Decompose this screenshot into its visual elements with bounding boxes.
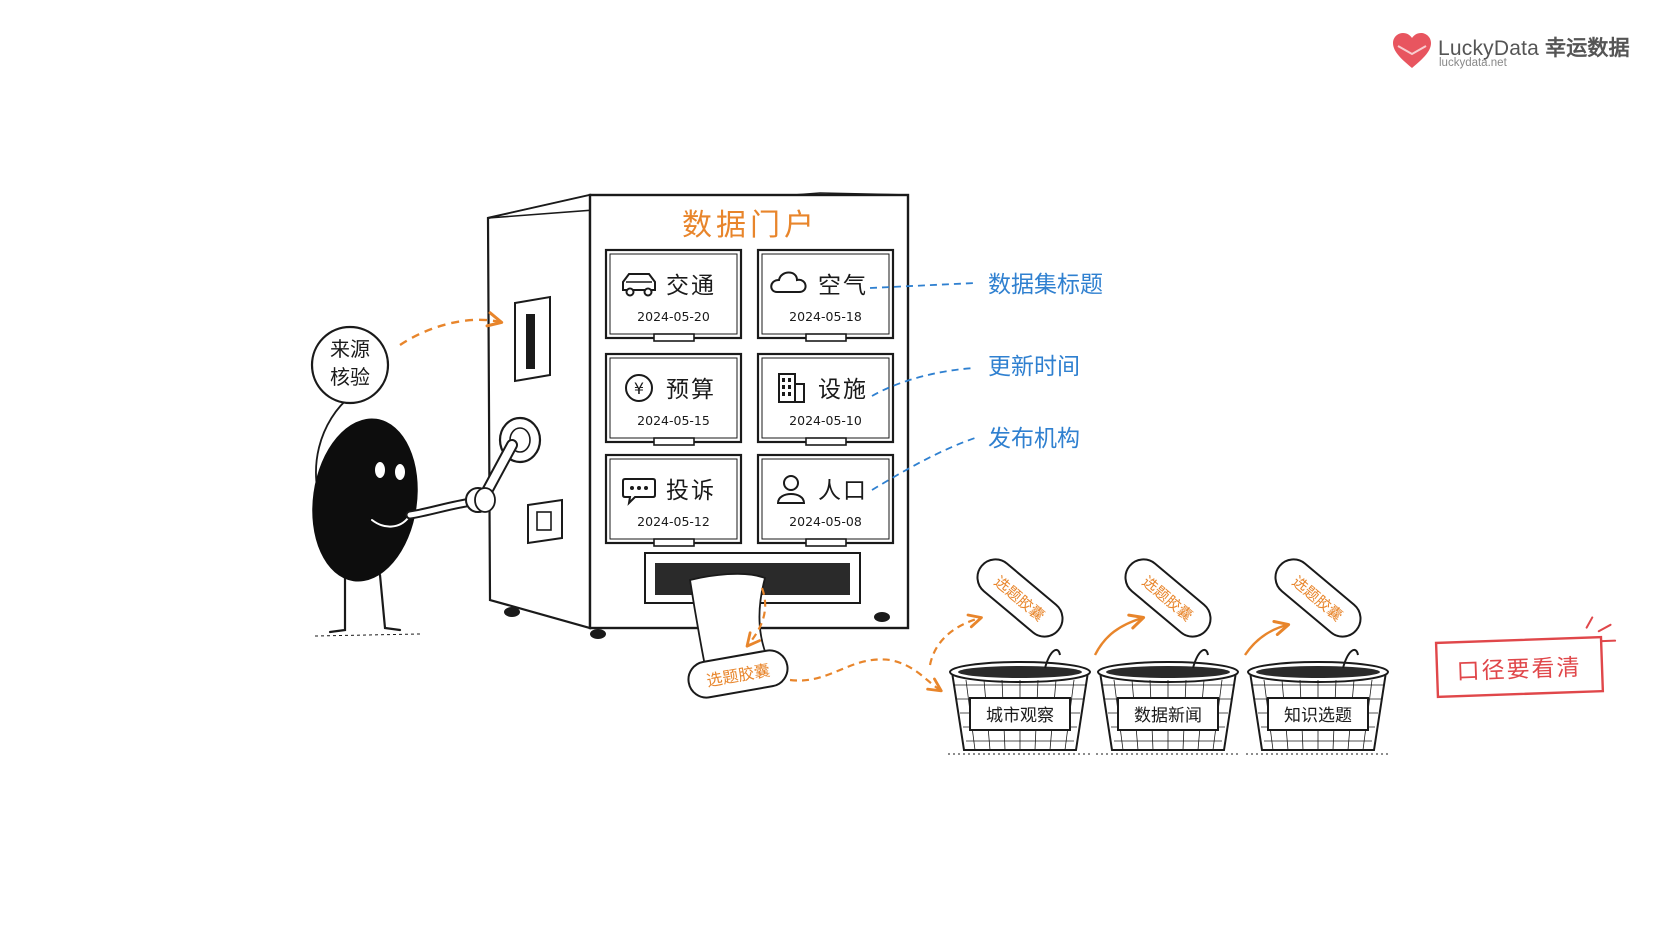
flying-capsule: 选题胶囊: [1274, 558, 1362, 638]
source-check-sign: [310, 325, 390, 405]
basket-arrow-2: [1093, 613, 1146, 656]
brand-url: luckydata.net: [1439, 57, 1507, 69]
tile-date: 2024-05-15: [637, 413, 710, 428]
basket-label: 知识选题: [1284, 706, 1352, 726]
tile-label: 人口: [818, 478, 868, 504]
basket-label: 数据新闻: [1134, 706, 1202, 726]
tile-label: 交通: [666, 273, 716, 299]
sign-to-slot-arrow: [399, 311, 504, 346]
field-annotations: 数据集标题 更新时间 发布机构: [869, 272, 1103, 491]
machine-title: 数据门户: [682, 208, 818, 243]
tile-label: 投诉: [666, 478, 716, 504]
tile-date: 2024-05-18: [789, 309, 862, 324]
dataset-tiles: 交通 2024-05-20 空气 2024-05-18 ¥ 预算 2024-05-15 设施 2…: [604, 248, 895, 547]
caliber-stamp: 口径要看清: [1434, 616, 1617, 699]
basket-arrow-3: [1244, 619, 1291, 656]
basket-arrow-1: [928, 613, 983, 666]
tile-label: 预算: [666, 377, 716, 403]
sign-line-2: 核验: [330, 365, 370, 389]
stamp-text: 口径要看清: [1456, 655, 1582, 685]
heart-logo-icon: [1393, 33, 1431, 68]
tray-to-capsule-arrow: [745, 587, 767, 648]
dataset-tile: 空气 2024-05-18: [756, 248, 895, 342]
brand-name-cn: 幸运数据: [1545, 36, 1630, 60]
topic-capsule-main: 选题胶囊: [687, 649, 789, 699]
character-body: [312, 418, 418, 582]
sign-line-1: 来源: [330, 337, 370, 361]
side-button: [527, 498, 563, 545]
tile-date: 2024-05-10: [789, 413, 862, 428]
tile-label: 空气: [818, 273, 868, 299]
dataset-tile: 交通 2024-05-20: [604, 248, 743, 342]
coin-slot: [514, 295, 551, 383]
character: 来源 核验: [310, 325, 518, 637]
annotation-dataset-title: 数据集标题: [988, 272, 1103, 298]
tile-date: 2024-05-08: [789, 514, 862, 529]
annotation-update-time: 更新时间: [988, 354, 1080, 380]
flying-capsule: 选题胶囊: [976, 558, 1064, 638]
annotation-publisher: 发布机构: [988, 426, 1080, 452]
cloud-icon: [770, 271, 807, 293]
tile-date: 2024-05-12: [637, 514, 710, 529]
building-icon: [778, 373, 805, 403]
svg-text:¥: ¥: [634, 379, 644, 398]
chat-bubble-icon: [622, 478, 656, 506]
car-icon: [622, 273, 656, 297]
yen-icon: ¥: [625, 374, 653, 402]
tile-label: 设施: [818, 377, 868, 403]
dataset-tile: ¥ 预算 2024-05-15: [604, 352, 743, 446]
basket-label: 城市观察: [986, 706, 1054, 726]
person-icon: [776, 475, 806, 504]
tile-date: 2024-05-20: [637, 309, 710, 324]
dataset-tile: 投诉 2024-05-12: [604, 453, 743, 547]
capsule-to-basket-arrow: [789, 658, 943, 693]
dataset-tile: 人口 2024-05-08: [756, 453, 895, 547]
dataset-tile: 设施 2024-05-10: [756, 352, 895, 446]
flying-capsule: 选题胶囊: [1124, 558, 1212, 638]
